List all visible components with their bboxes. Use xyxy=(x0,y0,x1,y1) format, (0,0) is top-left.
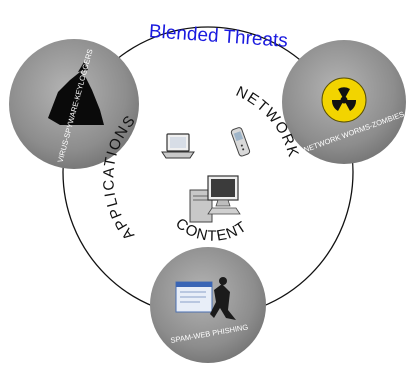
diagram-title: Blended Threats xyxy=(148,21,288,52)
threat-circle-spam: SPAM-WEB PHISHING xyxy=(150,247,266,363)
threat-circle-network: NETWORK WORMS-ZOMBIES xyxy=(282,40,406,164)
mobile-phone-icon xyxy=(230,127,251,157)
hacker-silhouette-icon xyxy=(48,62,104,125)
laptop-icon xyxy=(161,133,195,159)
threat-circle-virus: VIRUS-SPYWARE-KEYLOGGERS xyxy=(9,39,139,169)
phishing-thief-icon xyxy=(175,277,236,320)
radiation-icon xyxy=(321,77,367,123)
desktop-computer-icon xyxy=(189,175,241,223)
